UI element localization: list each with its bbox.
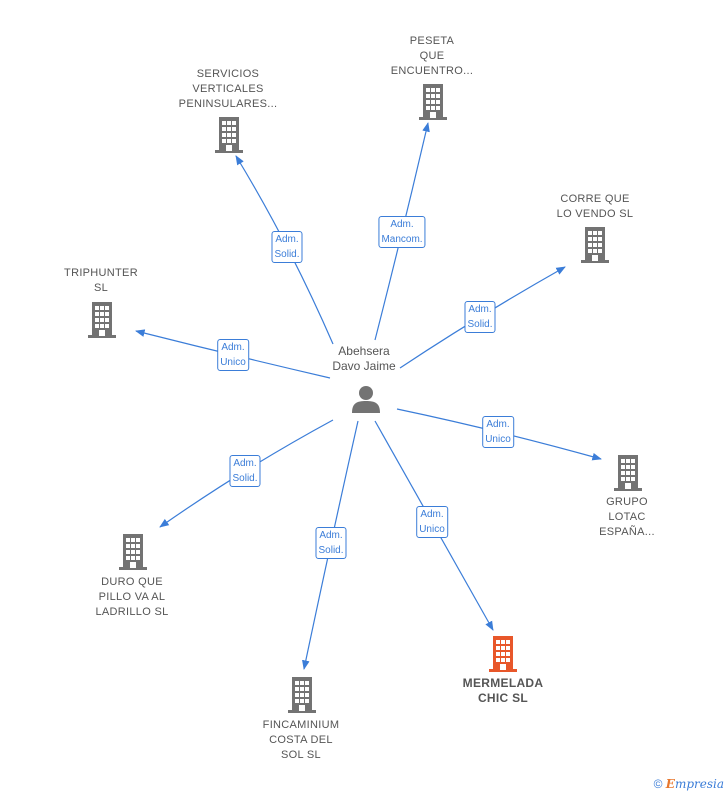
brand-name: mpresia	[674, 777, 724, 791]
company-name-grupo[interactable]: GRUPO LOTAC ESPAÑA...	[599, 496, 655, 538]
role-badge-corre: Adm. Solid.	[464, 301, 496, 333]
building-icon-peseta[interactable]	[419, 84, 447, 125]
building-icon-grupo[interactable]	[614, 455, 642, 496]
role-badge-duro: Adm. Solid.	[229, 455, 261, 487]
company-name-duro[interactable]: DURO QUE PILLO VA AL LADRILLO SL	[95, 576, 169, 618]
company-name-triphunter[interactable]: TRIPHUNTER SL	[64, 267, 138, 294]
copyright-symbol: ©	[653, 777, 663, 791]
building-icon-mermelada[interactable]	[489, 636, 517, 677]
role-badge-peseta: Adm. Mancom.	[378, 216, 426, 248]
building-icon-servicios[interactable]	[215, 117, 243, 158]
company-name-corre[interactable]: CORRE QUE LO VENDO SL	[556, 193, 634, 220]
building-icon-fincaminium[interactable]	[288, 677, 316, 718]
building-icon-duro[interactable]	[119, 534, 147, 575]
role-badge-servicios: Adm. Solid.	[271, 231, 303, 263]
person-icon[interactable]	[351, 384, 381, 419]
building-icon-corre[interactable]	[581, 227, 609, 268]
company-name-servicios[interactable]: SERVICIOS VERTICALES PENINSULARES...	[178, 68, 278, 110]
company-name-peseta[interactable]: PESETA QUE ENCUENTRO...	[390, 35, 474, 77]
role-badge-mermelada: Adm. Unico	[416, 506, 448, 538]
brand-first-letter: E	[665, 777, 675, 791]
building-icon-triphunter[interactable]	[88, 302, 116, 343]
company-name-mermelada[interactable]: MERMELADA CHIC SL	[462, 676, 544, 705]
company-name-fincaminium[interactable]: FINCAMINIUM COSTA DEL SOL SL	[262, 719, 340, 761]
role-badge-grupo: Adm. Unico	[482, 416, 514, 448]
role-badge-fincaminium: Adm. Solid.	[315, 527, 347, 559]
empresia-logo: © Empresia	[654, 777, 724, 791]
person-name[interactable]: Abehsera Davo Jaime	[332, 344, 396, 373]
role-badge-triphunter: Adm. Unico	[217, 339, 249, 371]
